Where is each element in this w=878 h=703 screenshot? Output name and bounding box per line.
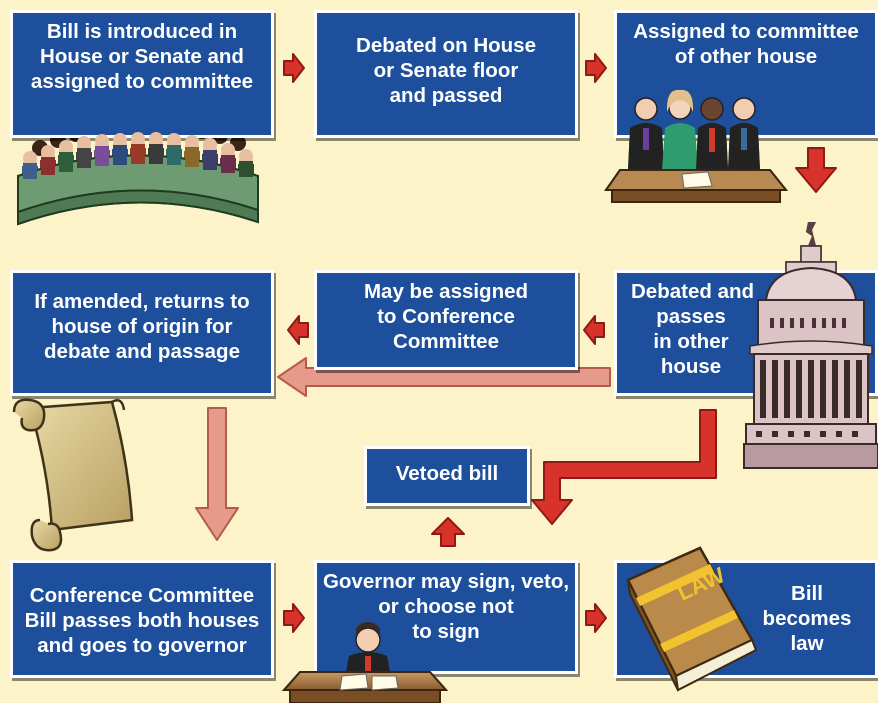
arrow-right-1 bbox=[283, 53, 305, 83]
step-both-houses-box: Conference Committee Bill passes both ho… bbox=[10, 560, 274, 678]
step-text-line: and passed bbox=[389, 84, 503, 107]
step-text-line: Bill passes both houses bbox=[24, 609, 260, 632]
step-vetoed-box: Vetoed bill bbox=[364, 446, 530, 506]
step-amended-box: If amended, returns to house of origin f… bbox=[10, 270, 274, 396]
step-text-line: Assigned to committee bbox=[633, 20, 859, 43]
step-text-line: If amended, returns to bbox=[34, 290, 250, 313]
step-becomes-law-box: Bill becomes law bbox=[614, 560, 878, 678]
step-text-line: to sign bbox=[412, 620, 480, 643]
step-text-line: Bill is introduced in bbox=[46, 20, 238, 43]
arrow-right-2 bbox=[585, 53, 607, 83]
arrow-down-right bbox=[795, 147, 837, 193]
step-text-line: of other house bbox=[674, 45, 818, 68]
step-text-line: House or Senate and bbox=[40, 45, 244, 68]
step-introduced-box: Bill is introduced in House or Senate an… bbox=[10, 10, 274, 138]
step-text-line: Debated on House bbox=[356, 34, 536, 57]
arrow-right-4 bbox=[585, 603, 607, 633]
step-text-line: becomes bbox=[762, 607, 852, 630]
step-text-line: debate and passage bbox=[44, 340, 240, 363]
arrow-elbow bbox=[531, 409, 717, 525]
arrow-up-veto bbox=[431, 517, 465, 547]
step-text-line: Governor may sign, veto, bbox=[322, 570, 570, 593]
step-text-line: Conference Committee bbox=[29, 584, 255, 607]
step-assigned-other-box: Assigned to committee of other house bbox=[614, 10, 878, 138]
step-text-line: house of origin for bbox=[51, 315, 233, 338]
step-text-line: assigned to committee bbox=[30, 70, 254, 93]
step-text-line: Debated and bbox=[631, 280, 755, 303]
step-governor-box: Governor may sign, veto, or choose not t… bbox=[314, 560, 578, 674]
step-text-line: May be assigned bbox=[363, 280, 529, 303]
step-debated-first-box: Debated on House or Senate floor and pas… bbox=[314, 10, 578, 138]
step-text-line: Vetoed bill bbox=[395, 461, 499, 485]
step-text-line: passes bbox=[656, 305, 726, 328]
step-conference-box: May be assigned to Conference Committee bbox=[314, 270, 578, 370]
step-text-line: Bill bbox=[791, 582, 823, 605]
arrow-long-down bbox=[195, 407, 239, 541]
step-text-line: or Senate floor bbox=[373, 59, 519, 82]
step-text-line: to Conference bbox=[377, 305, 515, 328]
scroll-icon bbox=[12, 398, 134, 552]
step-text-line: and goes to governor bbox=[37, 634, 247, 657]
arrow-left-1 bbox=[287, 315, 309, 345]
arrow-long-left bbox=[277, 357, 611, 397]
step-debated-other-box: Debated and passes in other house bbox=[614, 270, 878, 396]
step-text-line: or choose not bbox=[378, 595, 514, 618]
arrow-left-2 bbox=[583, 315, 605, 345]
step-text-line: Committee bbox=[393, 330, 499, 353]
step-text-line: in other bbox=[653, 330, 729, 353]
arrow-right-3 bbox=[283, 603, 305, 633]
step-text-line: house bbox=[660, 355, 722, 378]
step-text-line: law bbox=[790, 632, 824, 655]
